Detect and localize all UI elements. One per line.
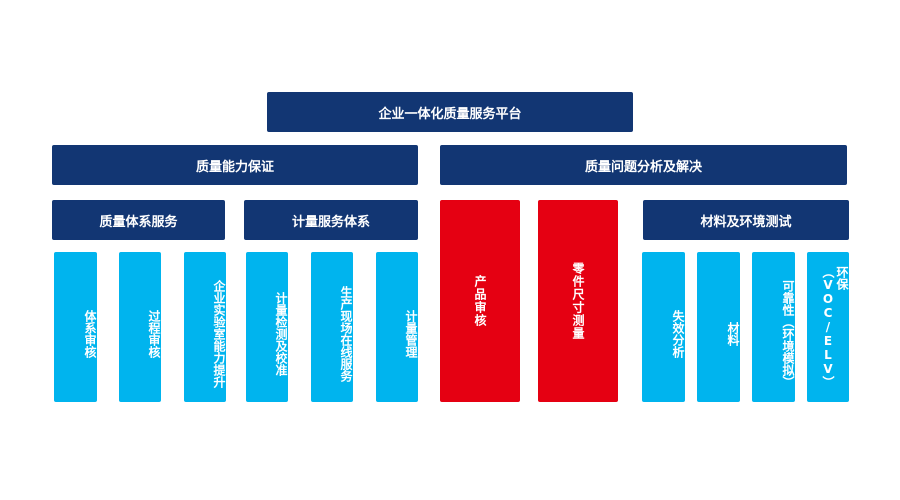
- metrology-system-box: 计量服务体系: [244, 200, 418, 240]
- leaf-calibration: 计量检测及校准: [246, 252, 288, 402]
- quality-system-box: 质量体系服务: [52, 200, 225, 240]
- leaf-product-audit: 产品审核: [440, 200, 520, 402]
- quality-assurance-box: 质量能力保证: [52, 145, 418, 185]
- leaf-metrology-mgmt: 计量管理: [376, 252, 418, 402]
- leaf-failure-analysis: 失效分析: [642, 252, 685, 402]
- platform-title: 企业一体化质量服务平台: [267, 92, 633, 132]
- leaf-part-dimension: 零件尺寸测量: [538, 200, 618, 402]
- leaf-system-audit: 体系审核: [54, 252, 97, 402]
- leaf-materials: 材料: [697, 252, 740, 402]
- leaf-onsite-service: 生产现场在线服务: [311, 252, 353, 402]
- leaf-environmental: 环保（VOC/ELV）: [807, 252, 849, 402]
- materials-env-box: 材料及环境测试: [643, 200, 849, 240]
- leaf-process-audit: 过程审核: [119, 252, 161, 402]
- leaf-reliability: 可靠性（环境模拟）: [752, 252, 795, 402]
- problem-solving-box: 质量问题分析及解决: [440, 145, 847, 185]
- leaf-lab-capability: 企业实验室能力提升: [184, 252, 226, 402]
